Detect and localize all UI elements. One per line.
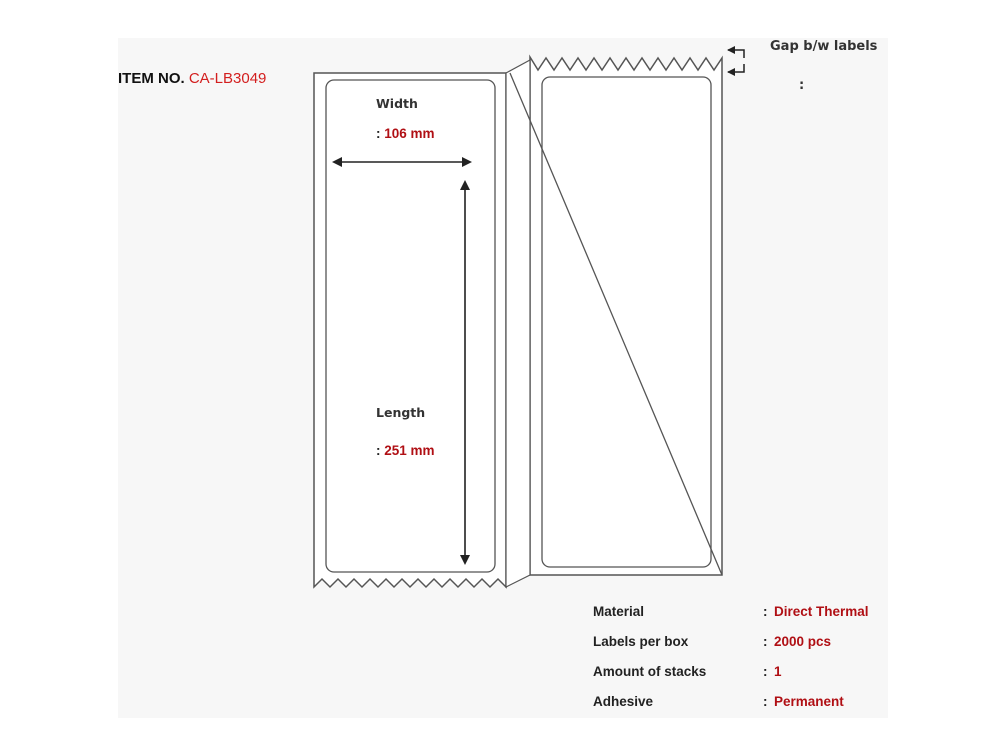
width-colon: : — [376, 126, 381, 141]
gap-arrow-bottom-head — [727, 68, 735, 76]
spec-value: 2000 pcs — [774, 634, 832, 649]
length-colon: : — [376, 443, 381, 458]
length-arrow-bottom-head — [460, 555, 470, 565]
width-label: Width — [376, 96, 418, 111]
spec-colon: : — [763, 664, 768, 679]
length-arrow-top-head — [460, 180, 470, 190]
spec-table: Material : Direct Thermal Labels per box… — [593, 604, 893, 724]
spec-name: Amount of stacks — [593, 664, 707, 679]
gap-colon: : — [799, 78, 805, 93]
gap-label: Gap b/w labels — [770, 39, 878, 54]
spec-colon: : — [763, 604, 768, 619]
spec-row: Adhesive : Permanent — [593, 694, 893, 724]
width-arrow-right-head — [462, 157, 472, 167]
item-number-code: CA-LB3049 — [188, 70, 267, 87]
item-number-label: ITEM NO. — [118, 70, 185, 87]
spec-row: Amount of stacks : 1 — [593, 664, 893, 694]
length-value: 251 mm — [384, 443, 435, 458]
back-label — [541, 76, 712, 568]
width-value: 106 mm — [384, 126, 435, 141]
width-arrow-left-head — [332, 157, 342, 167]
spec-row: Labels per box : 2000 pcs — [593, 634, 893, 664]
spec-row: Material : Direct Thermal — [593, 604, 893, 634]
fold-diagonal — [509, 72, 723, 576]
spec-value: Permanent — [774, 694, 844, 709]
item-number: ITEM NO. CA-LB3049 — [118, 70, 266, 87]
width-value-row: : 106 mm — [376, 126, 435, 141]
length-label: Length — [376, 405, 426, 420]
front-label — [325, 79, 496, 573]
gap-arrow-top-head — [727, 46, 735, 54]
spec-value: Direct Thermal — [774, 604, 869, 619]
spec-value: 1 — [774, 664, 782, 679]
gap-value — [770, 78, 796, 94]
length-value-row: : 251 mm — [376, 443, 435, 458]
spec-name: Material — [593, 604, 645, 619]
spec-name: Adhesive — [593, 694, 654, 709]
spec-colon: : — [763, 634, 768, 649]
spec-name: Labels per box — [593, 634, 689, 649]
fold-connector — [505, 58, 531, 588]
spec-colon: : — [763, 694, 768, 709]
